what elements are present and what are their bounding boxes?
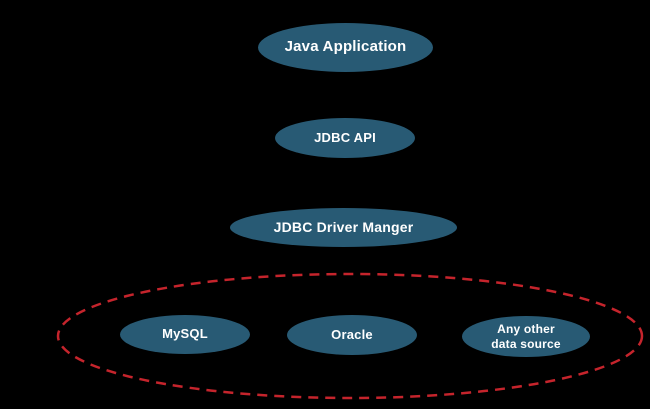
red-dashed-ellipse: [56, 272, 644, 400]
node-java-application: Java Application: [258, 23, 433, 72]
node-any-other-data-source-label: Any other data source: [491, 321, 561, 351]
node-jdbc-api: JDBC API: [275, 118, 415, 158]
node-oracle: Oracle: [287, 315, 417, 355]
node-java-application-label: Java Application: [284, 38, 407, 56]
node-jdbc-driver-manger: JDBC Driver Manger: [230, 208, 457, 247]
node-jdbc-driver-manger-label: JDBC Driver Manger: [273, 218, 414, 235]
node-jdbc-api-label: JDBC API: [314, 129, 376, 145]
node-any-other-data-source: Any other data source: [462, 316, 590, 357]
node-mysql: MySQL: [120, 315, 250, 354]
node-mysql-label: MySQL: [162, 326, 208, 342]
node-oracle-label: Oracle: [331, 326, 373, 342]
